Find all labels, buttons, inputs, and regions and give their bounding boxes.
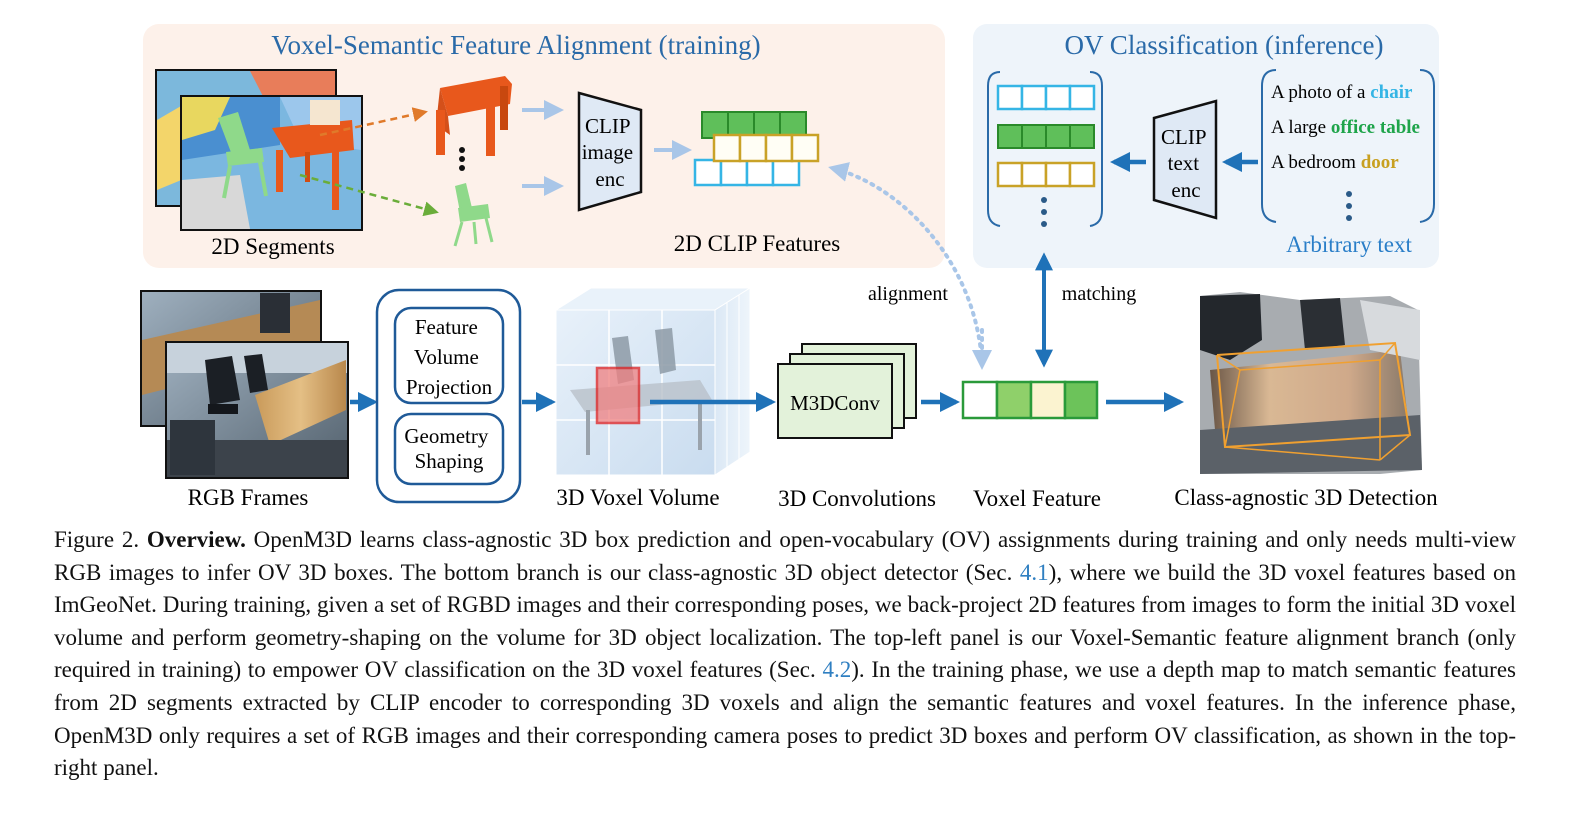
training-panel: Voxel-Semantic Feature Alignment (traini… [143,24,945,268]
detection-result-image [1200,292,1422,474]
caption-ref-4-1[interactable]: 4.1 [1019,559,1049,585]
geometry-shaping-box [393,412,505,486]
segments-2d-images [155,69,363,231]
caption-part2: ), where we build the 3D voxel features … [54,559,1516,683]
training-panel-title: Voxel-Semantic Feature Alignment (traini… [271,30,760,60]
inference-panel-title: OV Classification (inference) [1065,30,1384,60]
prompt-line: A photo of a chair [1271,82,1413,103]
caption-part3: ). In the training phase, we use a depth… [54,657,1516,781]
text-prompts: A photo of a chair A large office table … [1271,82,1420,221]
feature-row-cyan [693,158,801,187]
feature-volume-projection-box [393,306,505,405]
rgb-frames [140,290,349,479]
clip-features-2d-label: 2D CLIP Features [674,231,841,256]
voxel-volume-cube [554,287,752,476]
m3dconv-label: M3DConv [790,391,880,415]
table-crop-icon [436,76,512,156]
prompt-ellipsis-dot [1346,215,1352,221]
caption-part1: OpenM3D learns class-agnostic 3D box pre… [54,527,1517,585]
feature-ellipsis-dot [1041,209,1047,215]
text-feature-row-gold [996,161,1096,188]
crop-ellipsis-dot [459,156,465,162]
feature-ellipsis-dot [1041,221,1047,227]
arbitrary-text-label: Arbitrary text [1286,232,1412,257]
voxel-feature-vector [961,380,1099,420]
feature-row-gold [712,133,820,163]
feature-row-green [701,111,807,139]
feature-volume-projection-label: Feature Volume Projection [406,315,493,399]
selected-voxel [595,366,641,425]
caption-ref-4-2[interactable]: 4.2 [822,657,852,683]
rgb-frames-label: RGB Frames [188,485,309,510]
clip-features-2d [693,111,820,187]
prompt-bracket-left [1261,69,1277,223]
overview-diagram: Voxel-Semantic Feature Alignment (traini… [140,24,1439,511]
chair-crop-icon [453,183,494,247]
prompt-line: A bedroom door [1271,152,1399,173]
feature-bracket-right [1089,71,1103,227]
prompt-bracket-right [1419,69,1435,223]
text-feature-row-green [997,124,1095,149]
alignment-arrow-to-2d [828,162,984,364]
table-crop-arrow [319,107,428,137]
figure-caption: Figure 2. Overview. OpenM3D learns class… [54,524,1516,785]
clip-image-encoder [577,91,643,212]
voxel-volume-label: 3D Voxel Volume [556,485,719,510]
feature-ellipsis-dot [1041,197,1047,203]
caption-fig-label: Figure 2. [54,527,140,552]
inference-panel: OV Classification (inference) [973,24,1439,268]
feature-bracket-left [987,71,1001,227]
segments-2d-label: 2D Segments [211,234,334,259]
detection-label: Class-agnostic 3D Detection [1174,485,1438,510]
caption-bold: Overview. [146,527,246,552]
text-feature-rows [996,84,1096,227]
convolutions-label: 3D Convolutions [778,486,936,511]
clip-text-encoder [1152,99,1218,220]
matching-label: matching [1062,283,1136,305]
m3dconv-block [777,343,917,439]
prompt-ellipsis-dot [1346,191,1352,197]
prompt-ellipsis-dot [1346,203,1352,209]
alignment-label: alignment [868,283,948,305]
crop-ellipsis-dot [459,147,465,153]
voxel-feature-label: Voxel Feature [973,486,1101,511]
geometry-shaping-label: Geometry Shaping [404,424,493,473]
clip-text-encoder-label: CLIP text enc [1161,125,1211,202]
crop-ellipsis-dot [459,165,465,171]
text-feature-row-cyan [996,84,1096,111]
clip-image-encoder-label: CLIP image enc [582,114,639,191]
prompt-line: A large office table [1271,117,1420,138]
